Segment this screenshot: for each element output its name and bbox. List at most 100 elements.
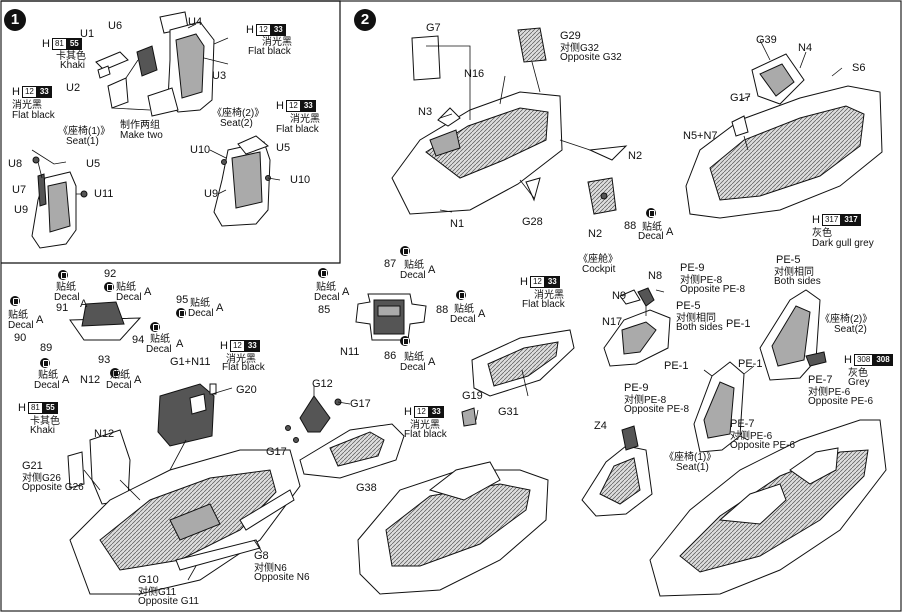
decal-sheet: A — [478, 308, 486, 320]
part-z4: Z4 — [594, 420, 607, 432]
step4-drawings — [581, 287, 887, 597]
paint-h12-cn-right: 消光黑 — [290, 114, 320, 125]
part-n5n7: N5+N7 — [683, 130, 718, 142]
paint-h12-cn: 消光黑 — [226, 354, 256, 365]
part-g17a: G17 — [350, 398, 371, 410]
step1-frame — [1, 0, 341, 264]
part-pe9b: PE-9 — [624, 382, 649, 394]
part-pe7b: PE-7 — [808, 374, 833, 386]
decal-icon — [110, 368, 120, 378]
paint-h12-en: Flat black — [222, 362, 265, 373]
part-pe1a: PE-1 — [726, 318, 751, 330]
part-u6: U6 — [108, 20, 123, 32]
part-u4: U4 — [188, 16, 203, 28]
paint-h308-cn: 灰色 — [848, 368, 868, 379]
step-2-badge: 2 — [354, 9, 376, 31]
seat2-cn: 《座椅(2)》 — [820, 314, 873, 325]
part-u10: U10 — [190, 144, 211, 156]
part-g19: G19 — [462, 390, 483, 402]
part-n17: N17 — [602, 316, 623, 328]
decal-icon — [58, 270, 68, 280]
decal-85: 85 — [318, 304, 331, 316]
part-g12: G12 — [312, 378, 333, 390]
part-g10: G10 — [138, 574, 159, 586]
part-n9: N9 — [612, 290, 627, 302]
decal-cn: 贴纸 — [150, 334, 170, 345]
decal-sheet: A — [666, 226, 674, 238]
part-g8: G8 — [254, 550, 269, 562]
decal-sheet: A — [342, 286, 350, 298]
decal-icon — [40, 358, 50, 368]
decal-sheet: A — [428, 264, 436, 276]
opp-n6-cn: 对侧N6 — [254, 563, 287, 574]
part-g29: G29 — [560, 30, 581, 42]
decal-en: Decal — [34, 380, 60, 391]
decal-sheet: A — [36, 314, 44, 326]
step3-drawings — [67, 293, 575, 595]
part-u3: U3 — [212, 70, 227, 82]
cockpit-cn: 《座舱》 — [578, 254, 618, 265]
decal-sheet: A — [144, 286, 152, 298]
decal-en: Decal — [400, 362, 426, 373]
decal-en: Decal — [450, 314, 476, 325]
opp-pe6-cn: 对侧PE-6 — [808, 387, 851, 398]
decal-en: Decal — [54, 292, 80, 303]
part-g38: G38 — [356, 482, 377, 494]
part-pe5a: PE-5 — [676, 300, 701, 312]
part-g1n11: G1+N11 — [170, 356, 211, 368]
decal-icon — [400, 246, 410, 256]
decal-cn: 贴纸 — [110, 370, 130, 381]
part-u5: U5 — [86, 158, 101, 170]
decal-icon — [150, 322, 160, 332]
decal-92: 92 — [104, 268, 117, 280]
cockpit-en: Cockpit — [582, 264, 616, 275]
part-n2b: N2 — [588, 228, 603, 240]
both-sides-cn: 对侧相同 — [676, 313, 716, 324]
part-n11: N11 — [340, 346, 360, 358]
decal-sheet: A — [216, 302, 224, 314]
paint-h12-en-right: Flat black — [276, 124, 319, 135]
paint-h12-cn: 消光黑 — [534, 290, 564, 301]
opp-pe6-en: Opposite PE-6 — [730, 440, 796, 451]
opp-g32-en: Opposite G32 — [560, 52, 622, 63]
part-s6: S6 — [852, 62, 866, 74]
part-n4: N4 — [798, 42, 813, 54]
decal-cn: 贴纸 — [38, 370, 58, 381]
opp-pe6-cn: 对侧PE-6 — [730, 431, 773, 442]
paint-h81-en: Khaki — [60, 60, 86, 71]
part-u5b: U5 — [276, 142, 291, 154]
opp-g11-cn: 对侧G11 — [138, 587, 177, 598]
paint-h81-cn: 卡其色 — [30, 416, 60, 427]
decal-icon — [400, 336, 410, 346]
decal-icon — [456, 290, 466, 300]
decal-87: 87 — [384, 258, 397, 270]
decal-cn: 贴纸 — [190, 298, 210, 309]
paint-h12-en-left: Flat black — [12, 110, 55, 121]
decal-icon — [10, 296, 20, 306]
part-u8: U8 — [8, 158, 23, 170]
part-g20: G20 — [236, 384, 257, 396]
make-two-en: Make two — [120, 130, 163, 141]
decal-en: Decal — [146, 344, 172, 355]
decal-86: 86 — [384, 350, 397, 362]
both-sides-en: Both sides — [676, 322, 723, 333]
opp-pe6-en: Opposite PE-6 — [808, 396, 874, 407]
decal-cn: 贴纸 — [404, 352, 424, 363]
decal-sheet: A — [80, 298, 88, 310]
step2-drawings — [391, 27, 883, 219]
decal-95: 95 — [176, 294, 189, 306]
decal-en: Decal — [8, 320, 34, 331]
part-g7: G7 — [426, 22, 441, 34]
part-n3: N3 — [418, 106, 433, 118]
seat1-title-cn: 《座椅(1)》 — [58, 126, 111, 137]
decal-icon — [646, 208, 656, 218]
seat2-en: Seat(2) — [834, 324, 867, 335]
paint-h81-en: Khaki — [30, 425, 56, 436]
part-g31: G31 — [498, 406, 519, 418]
